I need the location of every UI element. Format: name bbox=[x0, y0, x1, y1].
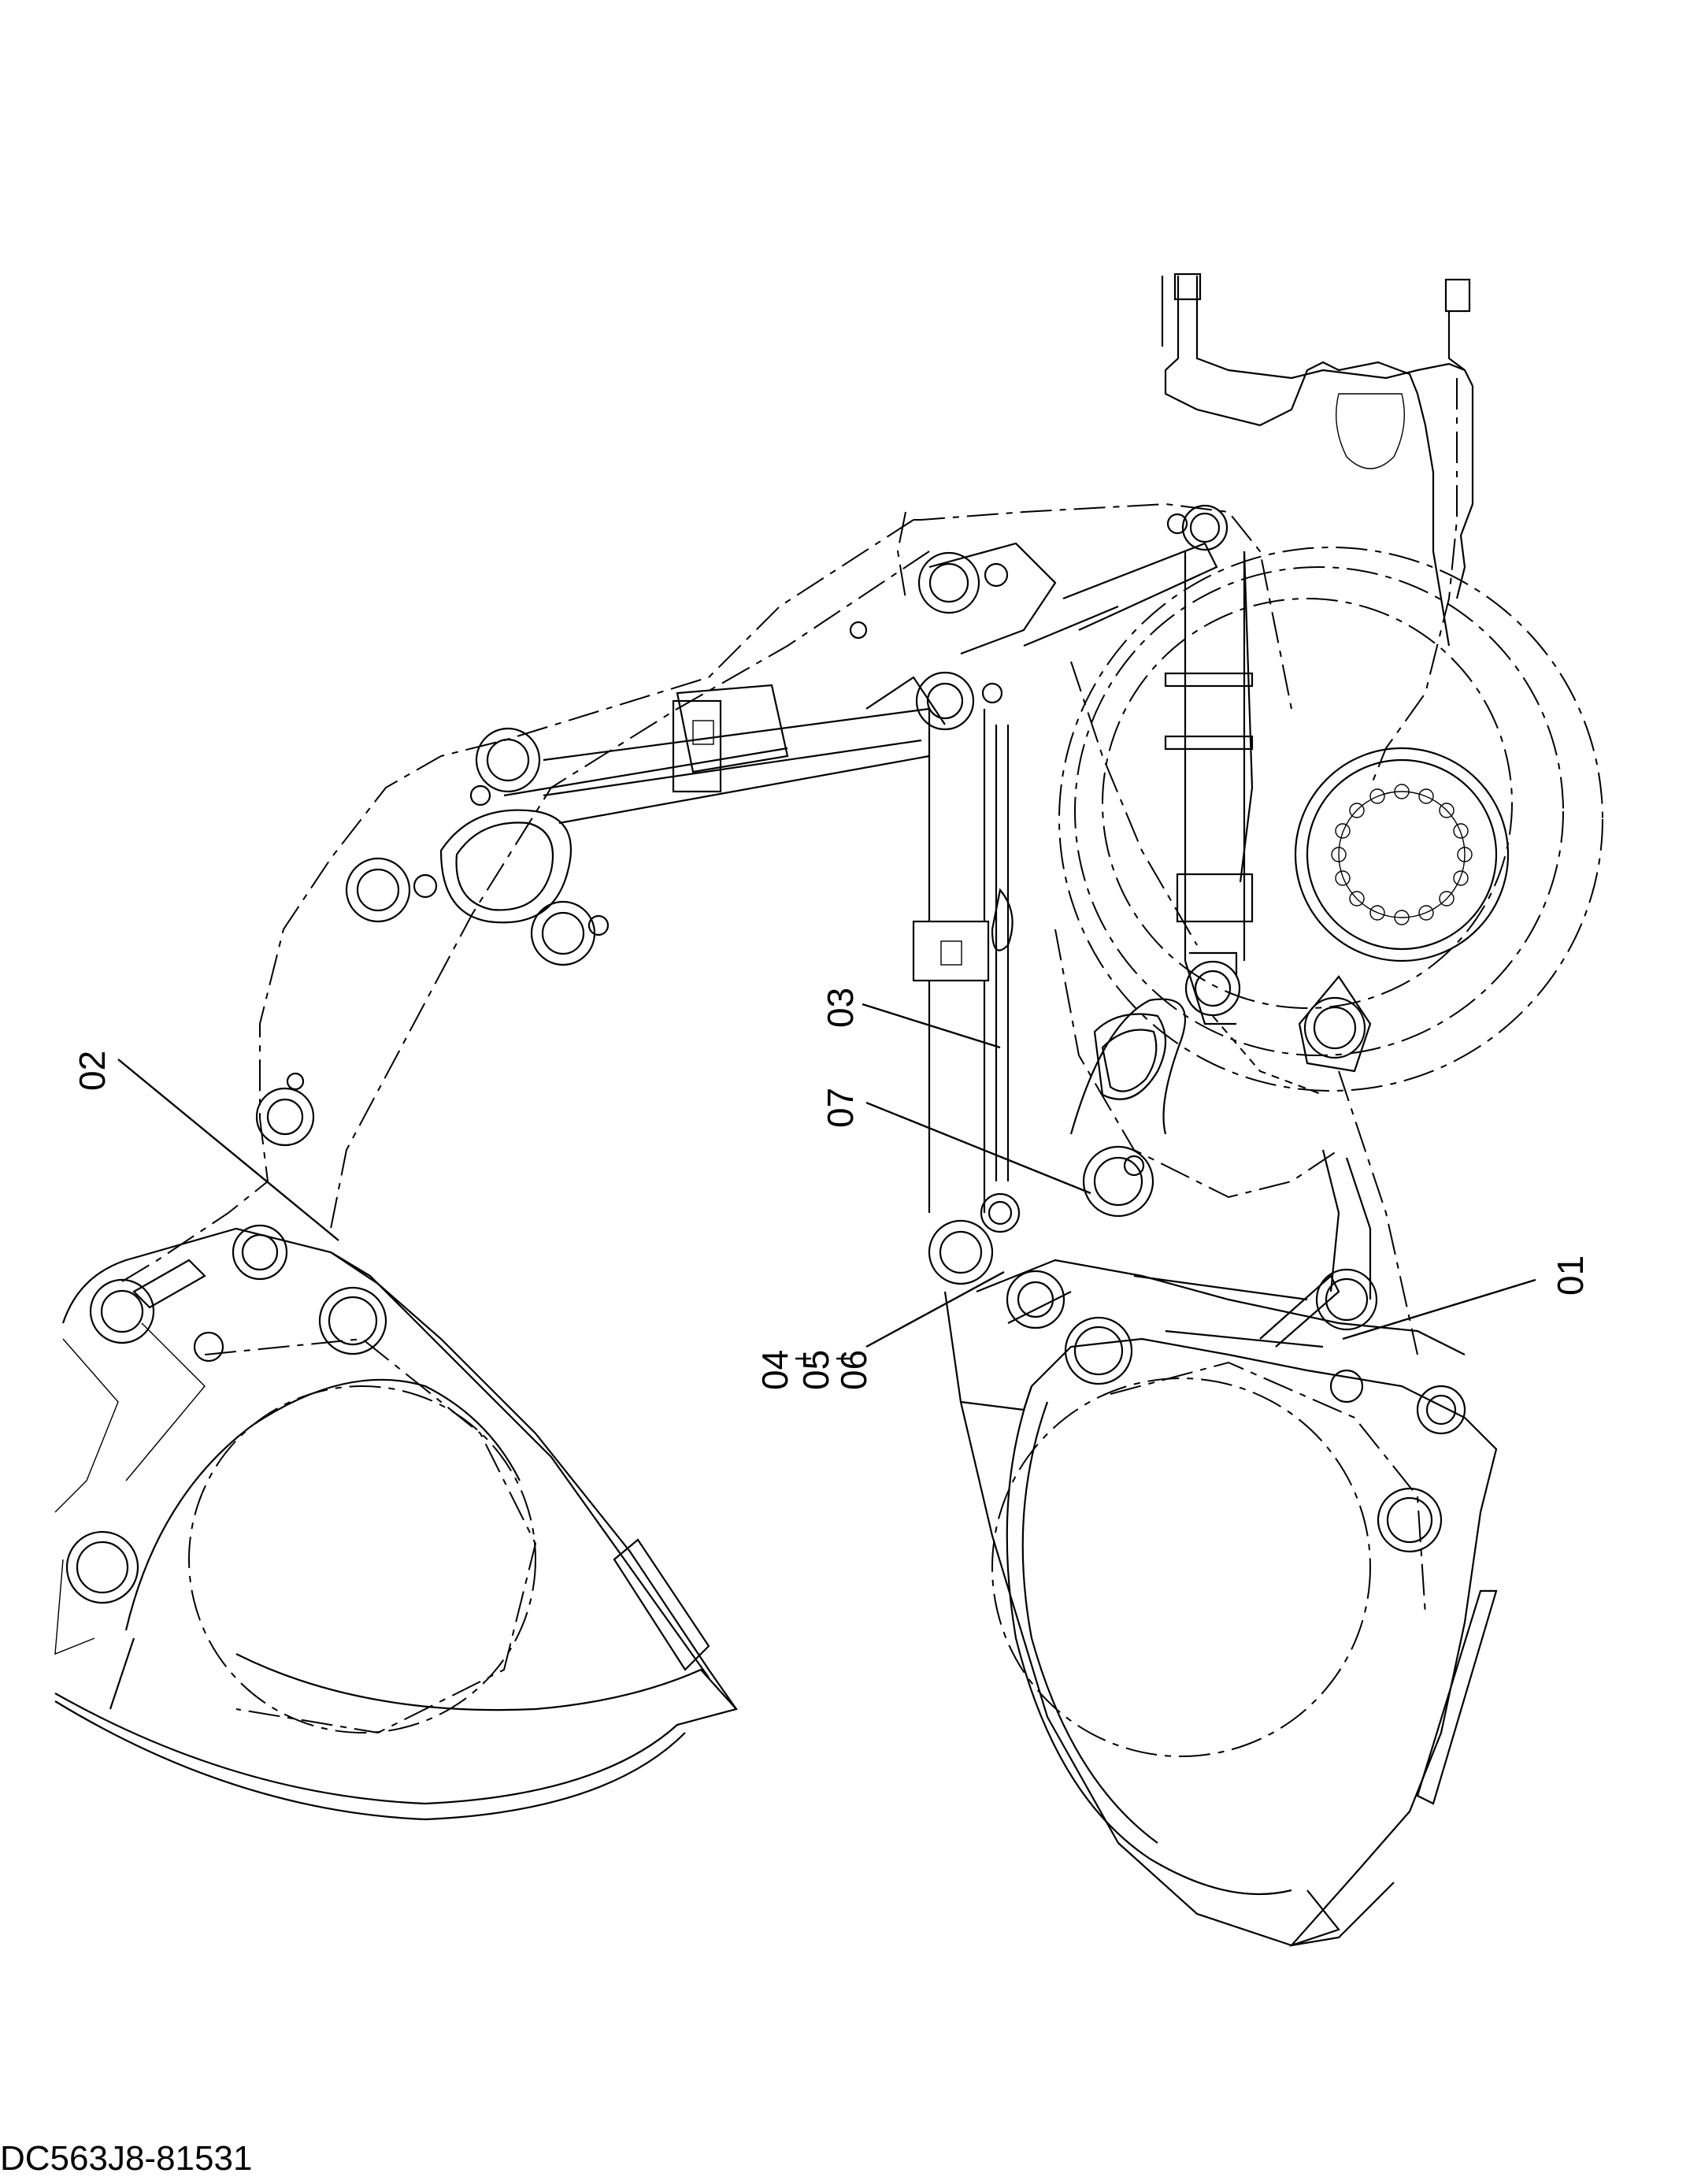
leader-07 bbox=[865, 1101, 1091, 1195]
wheel-hub bbox=[1058, 547, 1603, 1092]
callout-labels: 01 02 03 07 04 05 06 bbox=[72, 988, 1591, 1390]
leader-04-06 bbox=[865, 1270, 1005, 1348]
leader-03 bbox=[862, 1003, 1001, 1049]
callout-01: 01 bbox=[1550, 1255, 1591, 1296]
bucket-lower bbox=[928, 1070, 1498, 1947]
callout-05: 05 bbox=[795, 1350, 836, 1390]
leader-02 bbox=[117, 1059, 339, 1241]
upper-frame bbox=[896, 273, 1474, 788]
drawing-code: DC563J8-81531 bbox=[0, 2139, 253, 2178]
arm-lower bbox=[912, 661, 1340, 1213]
leader-01 bbox=[1342, 1278, 1536, 1340]
callout-06: 06 bbox=[833, 1350, 874, 1390]
bucket-raised bbox=[54, 1224, 739, 1821]
callout-07: 07 bbox=[820, 1088, 861, 1128]
callout-03: 03 bbox=[820, 988, 861, 1028]
boom-raised bbox=[117, 519, 1218, 1285]
callout-02: 02 bbox=[72, 1051, 113, 1091]
callout-04: 04 bbox=[754, 1350, 795, 1390]
hub-bolt-ring bbox=[1331, 784, 1473, 925]
callout-leaders bbox=[117, 1003, 1536, 1360]
boom-cylinder bbox=[1164, 551, 1372, 1096]
pin-joints-upper bbox=[255, 504, 1228, 1147]
